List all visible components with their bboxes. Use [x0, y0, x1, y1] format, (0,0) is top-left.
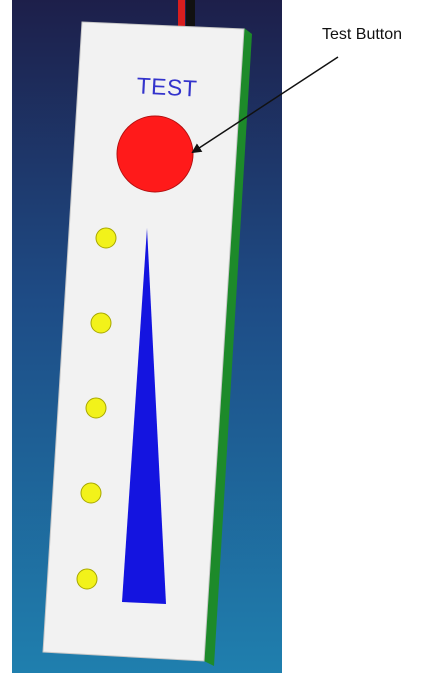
led-indicator-icon [77, 569, 97, 589]
led-indicator-icon [81, 483, 101, 503]
test-button-icon[interactable] [117, 116, 193, 192]
test-label: TEST [121, 72, 212, 104]
led-indicator-icon [91, 313, 111, 333]
black-wire [186, 0, 195, 26]
callout-label: Test Button [322, 26, 402, 44]
led-indicator-icon [96, 228, 116, 248]
red-wire [178, 0, 185, 26]
led-indicator-icon [86, 398, 106, 418]
